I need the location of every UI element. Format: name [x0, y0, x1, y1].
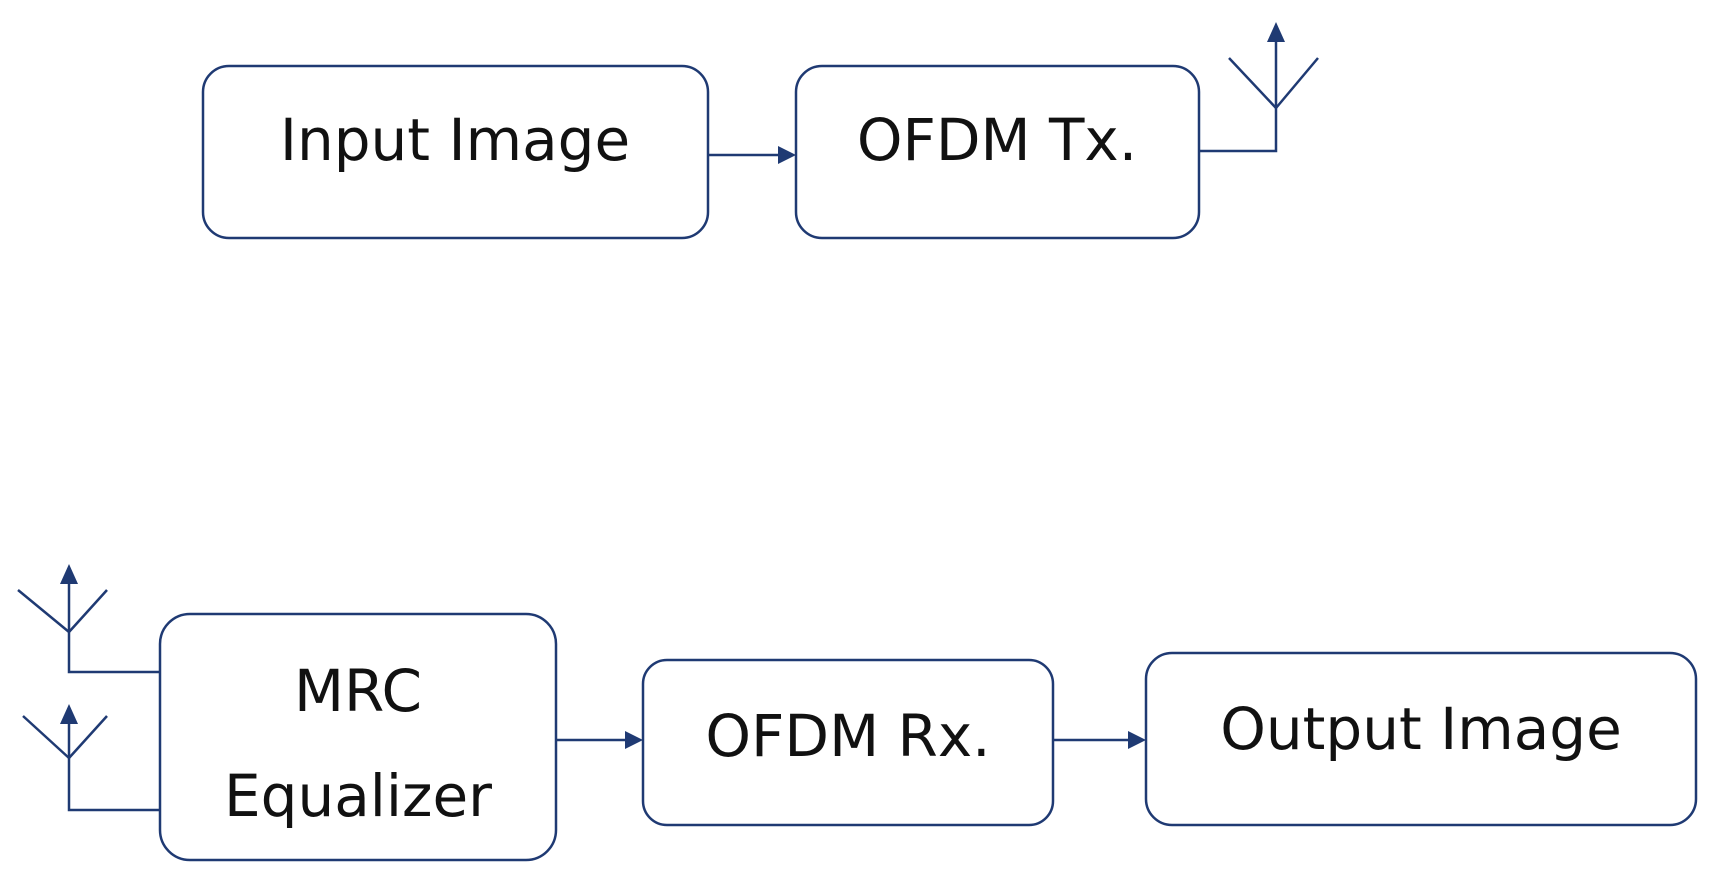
- node-input-image-label: Input Image: [280, 106, 630, 174]
- node-ofdm-tx: OFDM Tx.: [794, 64, 1201, 240]
- rx-antenna-1-icon: [17, 564, 108, 640]
- edge-mrc-to-ofdm-rx: [556, 731, 643, 749]
- rx-antenna-2-icon: [22, 704, 108, 760]
- node-ofdm-tx-label: OFDM Tx.: [857, 106, 1137, 174]
- node-ofdm-rx: OFDM Rx.: [641, 658, 1055, 827]
- node-output-image: Output Image: [1144, 651, 1698, 827]
- edge-input-to-ofdm-tx: [708, 146, 796, 164]
- edge-ofdm-rx-to-output: [1053, 731, 1146, 749]
- edge-rx-antenna-1-to-mrc: [67, 640, 160, 674]
- node-input-image: Input Image: [201, 64, 710, 240]
- node-mrc-equalizer-label-line2: Equalizer: [224, 762, 492, 830]
- node-input-image-box: [201, 64, 710, 240]
- node-mrc-equalizer-box: [158, 612, 558, 862]
- node-ofdm-rx-label: OFDM Rx.: [705, 702, 990, 770]
- node-mrc-equalizer-label-line1: MRC: [294, 657, 422, 725]
- node-ofdm-rx-box: [641, 658, 1055, 827]
- node-output-image-box: [1144, 651, 1698, 827]
- edge-rx-antenna-2-to-mrc: [67, 760, 160, 812]
- node-output-image-label: Output Image: [1220, 695, 1622, 763]
- tx-antenna-icon: [1228, 22, 1319, 116]
- node-mrc-equalizer: MRC Equalizer: [158, 612, 558, 862]
- edge-ofdm-tx-to-antenna: [1199, 116, 1278, 153]
